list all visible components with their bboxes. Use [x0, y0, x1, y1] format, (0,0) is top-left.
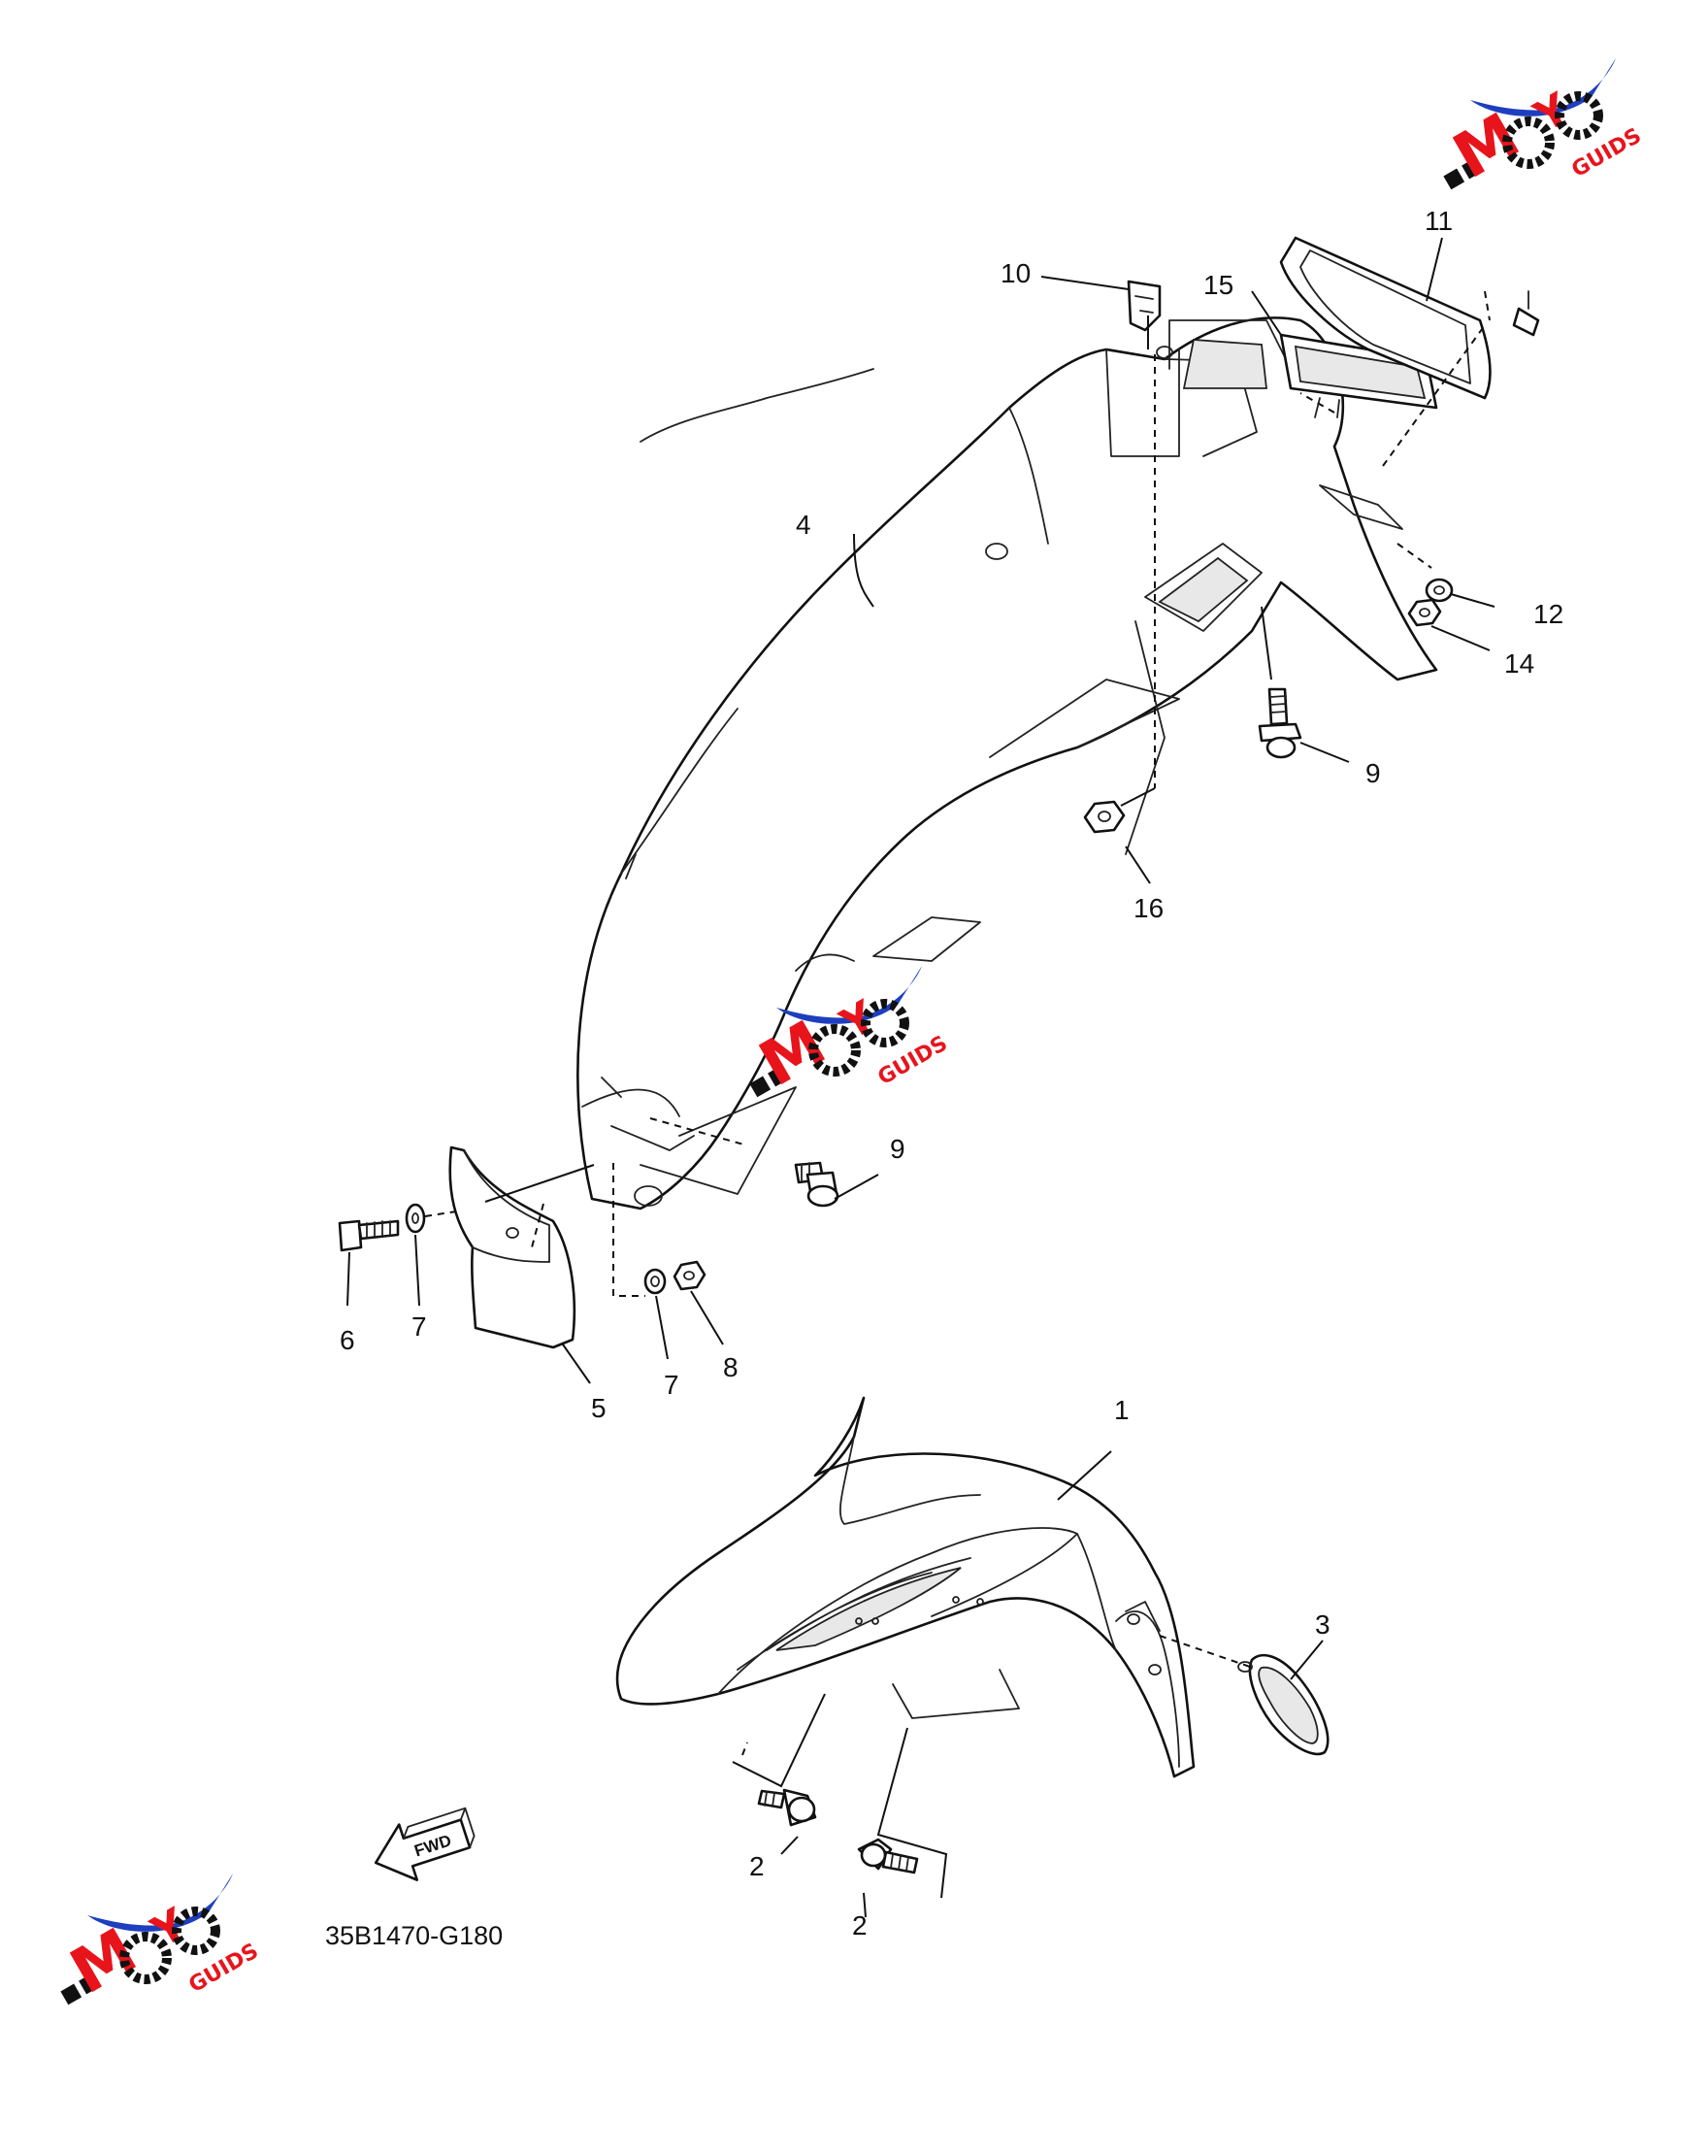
bolt-part-9-upper: [1258, 687, 1302, 759]
moto-guids-logo-icon-top-right: [1434, 58, 1646, 198]
bolt-part-6: [338, 1219, 400, 1252]
callout-14: 14: [1504, 648, 1534, 679]
callout-10: 10: [1001, 258, 1031, 288]
nut-part-8: [673, 1260, 706, 1291]
callout-16: 16: [1133, 893, 1164, 923]
callout-4: 4: [796, 510, 811, 540]
clip-part-10: [1127, 280, 1162, 332]
nut-part-14: [1407, 598, 1442, 627]
washer-part-7-right: [643, 1268, 667, 1295]
bolt-part-11: [1512, 290, 1540, 337]
callout-numbers: 1 2 2 3 4 5 6 7 7 8 9 9 10 11 12 14 15 1…: [340, 206, 1563, 1940]
mud-flap-part-5: [448, 1145, 576, 1349]
callout-15: 15: [1203, 270, 1233, 300]
callout-11: 11: [1425, 206, 1453, 236]
callout-7-left: 7: [411, 1311, 427, 1342]
bolt-part-2-left: [757, 1788, 817, 1827]
callout-12: 12: [1533, 599, 1563, 629]
bolt-part-9-lower: [794, 1161, 839, 1208]
nut-part-16: [1083, 800, 1126, 834]
front-fender-part-1: [615, 1396, 1196, 1778]
bolt-part-2-right: [857, 1838, 919, 1874]
license-plate-bracket-part-11: [1279, 236, 1492, 400]
callout-8: 8: [723, 1352, 739, 1382]
catalog-number: 35B1470-G180: [325, 1921, 503, 1950]
callout-2-left: 2: [749, 1851, 765, 1881]
moto-guids-logo-icon-bottom-left: [51, 1874, 263, 2013]
washer-part-7-left: [405, 1203, 426, 1234]
washer-part-12: [1425, 578, 1454, 603]
callout-6: 6: [340, 1325, 355, 1355]
callout-3: 3: [1315, 1609, 1330, 1640]
callout-9-upper: 9: [1365, 758, 1381, 788]
callout-2-right: 2: [852, 1910, 868, 1940]
callout-5: 5: [591, 1393, 607, 1423]
front-reflector-part-3: [1237, 1653, 1330, 1756]
callout-9-lower: 9: [890, 1134, 905, 1164]
forward-arrow-icon: FWD: [374, 1807, 476, 1881]
callout-7-right: 7: [664, 1370, 679, 1400]
rear-fender: [576, 316, 1438, 1211]
callout-1: 1: [1114, 1395, 1130, 1425]
leader-lines: [346, 237, 1495, 1918]
